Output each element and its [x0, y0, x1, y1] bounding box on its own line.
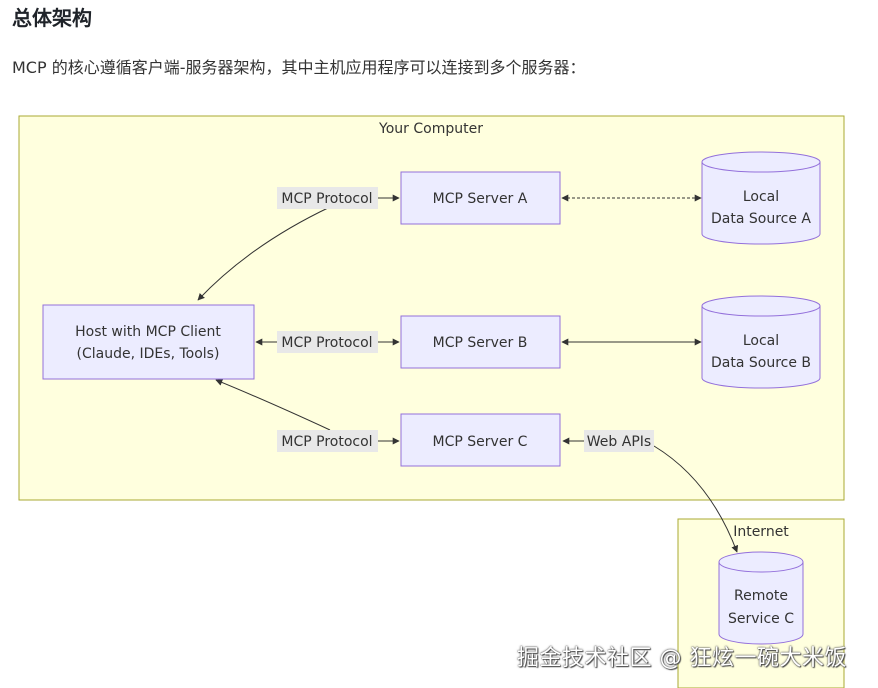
group-internet — [677, 518, 845, 688]
node-server-a-label: MCP Server A — [433, 191, 528, 207]
edge-label-bg-a — [277, 187, 378, 209]
node-host — [42, 304, 255, 380]
edge-label-bg-b — [277, 331, 378, 353]
node-remote-service-c-line1: Remote — [734, 588, 788, 604]
group-your-computer-label: Your Computer — [378, 121, 483, 137]
node-host-label-line2: (Claude, IDEs, Tools) — [77, 346, 220, 362]
edge-protocol-c-to-host — [215, 379, 331, 431]
group-internet-label: Internet — [733, 524, 789, 540]
node-data-source-b-line2: Data Source B — [711, 355, 811, 371]
node-data-source-a — [701, 151, 821, 245]
intro-paragraph: MCP 的核心遵循客户端-服务器架构，其中主机应用程序可以连接到多个服务器： — [12, 58, 586, 77]
edge-label-bg-web — [584, 430, 654, 452]
node-data-source-b-line1: Local — [743, 333, 779, 349]
edge-label-protocol-b: MCP Protocol — [281, 335, 372, 351]
node-remote-service-c-line2: Service C — [728, 611, 794, 627]
node-server-c-label: MCP Server C — [433, 434, 528, 450]
node-data-source-b — [701, 295, 821, 389]
node-server-c — [400, 413, 561, 467]
node-host-label-line1: Host with MCP Client — [75, 324, 221, 340]
edge-label-bg-c — [277, 430, 378, 452]
node-data-source-a-line1: Local — [743, 189, 779, 205]
edge-label-protocol-c: MCP Protocol — [281, 434, 372, 450]
edge-host-to-protocol-a — [197, 206, 331, 301]
edge-label-web-apis: Web APIs — [587, 434, 651, 450]
node-server-a — [400, 171, 561, 225]
edge-label-protocol-a: MCP Protocol — [281, 191, 372, 207]
node-server-b-label: MCP Server B — [433, 335, 528, 351]
section-heading: 总体架构 — [12, 6, 92, 30]
watermark: 掘金技术社区 @ 狂炫一碗大米饭 — [517, 646, 847, 671]
node-server-b — [400, 315, 561, 369]
node-data-source-a-line2: Data Source A — [711, 211, 811, 227]
node-remote-service-c — [718, 551, 804, 645]
edge-webapis-to-remote — [653, 445, 739, 553]
